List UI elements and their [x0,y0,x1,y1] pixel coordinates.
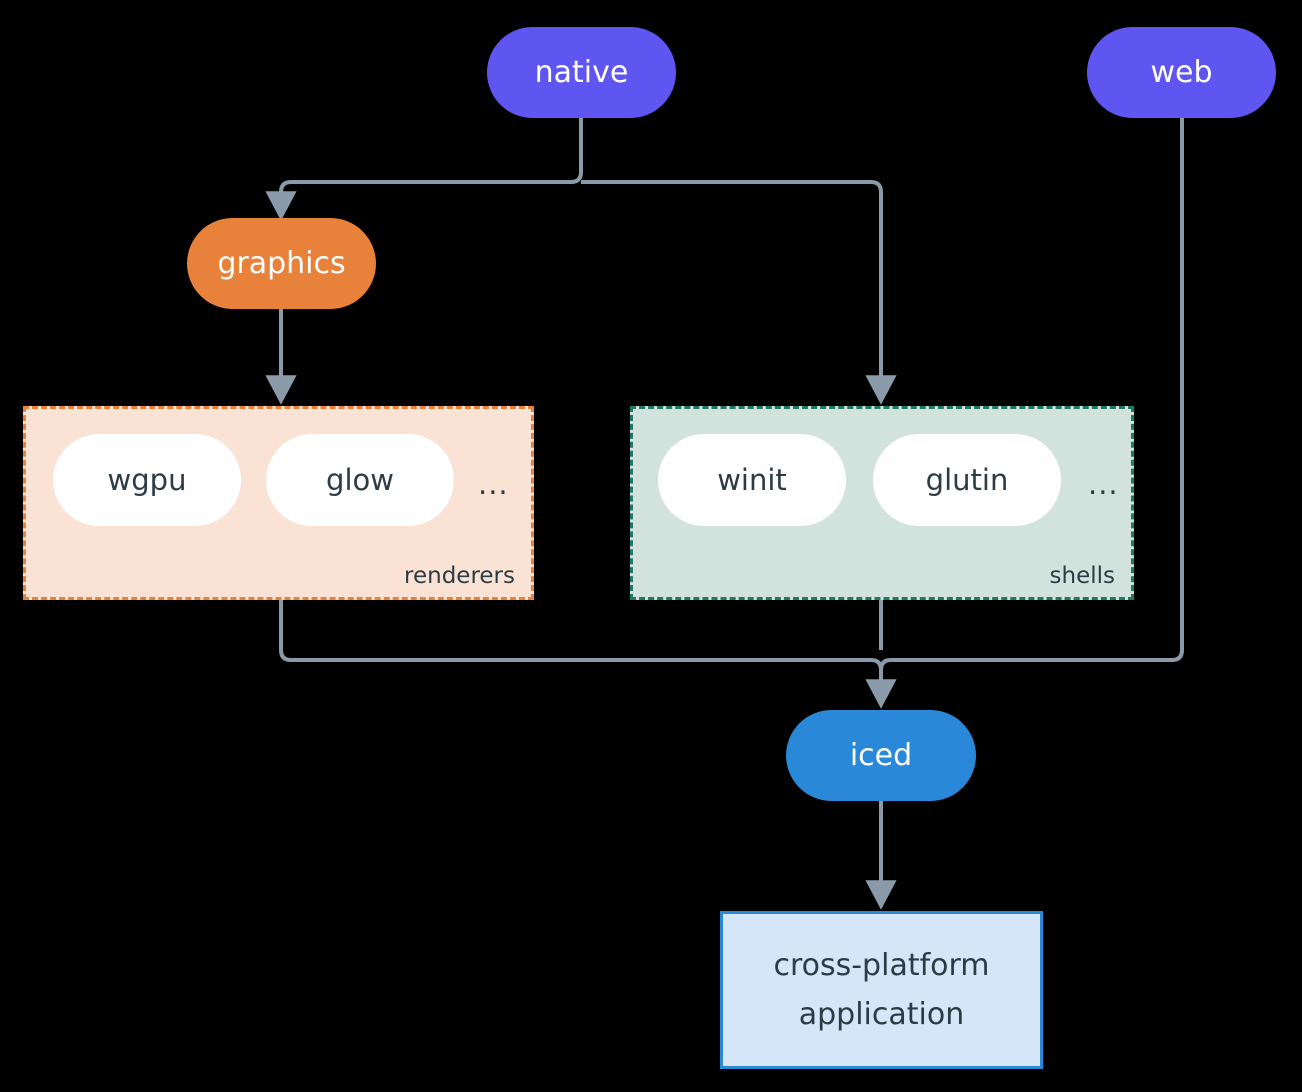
node-glow-label: glow [326,463,394,497]
edge-native-to-shells [581,180,897,405]
edge-renderers-to-iced [279,600,871,662]
node-native[interactable]: native [487,27,676,118]
node-application-line2: application [798,997,965,1032]
node-glutin[interactable]: glutin [873,434,1061,526]
edge-web-to-iced [891,118,1184,662]
group-shells-label: shells [1049,563,1115,589]
node-application-line1: cross-platform [773,947,990,983]
node-wgpu-label: wgpu [107,463,187,497]
node-web[interactable]: web [1087,27,1276,118]
node-web-label: web [1150,55,1213,90]
node-iced[interactable]: iced [786,710,976,801]
node-winit-label: winit [717,463,787,497]
group-renderers[interactable]: wgpu glow ... renderers [23,406,534,600]
group-renderers-label: renderers [404,563,515,589]
renderers-ellipsis: ... [478,467,509,501]
shells-ellipsis: ... [1088,467,1119,501]
node-glutin-label: glutin [925,463,1009,497]
edge-merge-right-join [879,658,892,671]
node-application[interactable]: cross-platform application [720,911,1043,1069]
node-iced-label: iced [849,738,913,773]
node-graphics[interactable]: graphics [187,218,376,309]
edge-native-to-graphics [265,180,571,221]
node-glow[interactable]: glow [266,434,454,526]
edge-native-stem [570,118,583,184]
group-shells[interactable]: winit glutin ... shells [630,406,1134,600]
node-graphics-label: graphics [217,246,346,281]
node-winit[interactable]: winit [658,434,846,526]
node-native-label: native [534,55,629,90]
node-wgpu[interactable]: wgpu [53,434,241,526]
